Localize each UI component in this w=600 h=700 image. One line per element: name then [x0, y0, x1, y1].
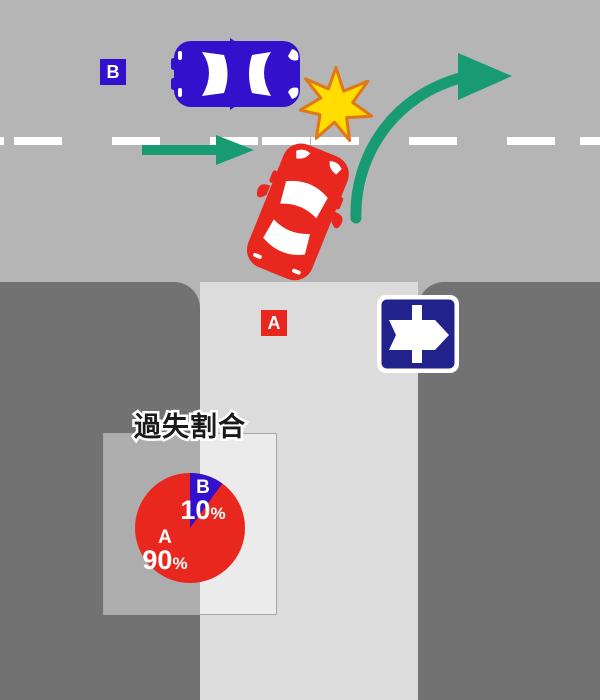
fault-ratio-title: 過失割合: [132, 411, 248, 443]
lane-dash: [14, 137, 62, 145]
lane-dash: [409, 137, 457, 145]
pie-slice-pct-b: %: [210, 504, 226, 523]
party-badge-a: A: [261, 310, 287, 336]
party-badge-b: B: [100, 59, 126, 85]
lane-dash: [210, 137, 258, 145]
pie-slice-label-a: A 90%: [133, 528, 197, 574]
fault-ratio-panel: [103, 433, 277, 615]
lane-dash: [0, 137, 4, 145]
lane-dash: [112, 137, 160, 145]
pie-slice-value-b: 10: [180, 495, 211, 525]
one-way-direction-sign: [376, 294, 460, 374]
pie-slice-value-a: 90: [142, 545, 173, 575]
lane-dash: [507, 137, 555, 145]
vehicle-b-blue-car: [168, 36, 306, 110]
fault-ratio-pie-chart: [135, 473, 245, 583]
pie-slice-name-b: B: [196, 477, 210, 498]
collision-burst-icon: [298, 66, 374, 143]
path-arrow-straight-b: [142, 133, 254, 167]
vehicle-a-red-car: [236, 140, 360, 286]
lane-dash: [311, 137, 359, 145]
path-arrow-curve-a: [340, 40, 530, 230]
lane-dash: [580, 137, 600, 145]
pie-slice-pct-a: %: [172, 554, 188, 573]
lane-dash: [262, 137, 310, 145]
pie-slice-label-b: B 10%: [180, 478, 226, 524]
pie-slice-name-a: A: [158, 527, 172, 548]
